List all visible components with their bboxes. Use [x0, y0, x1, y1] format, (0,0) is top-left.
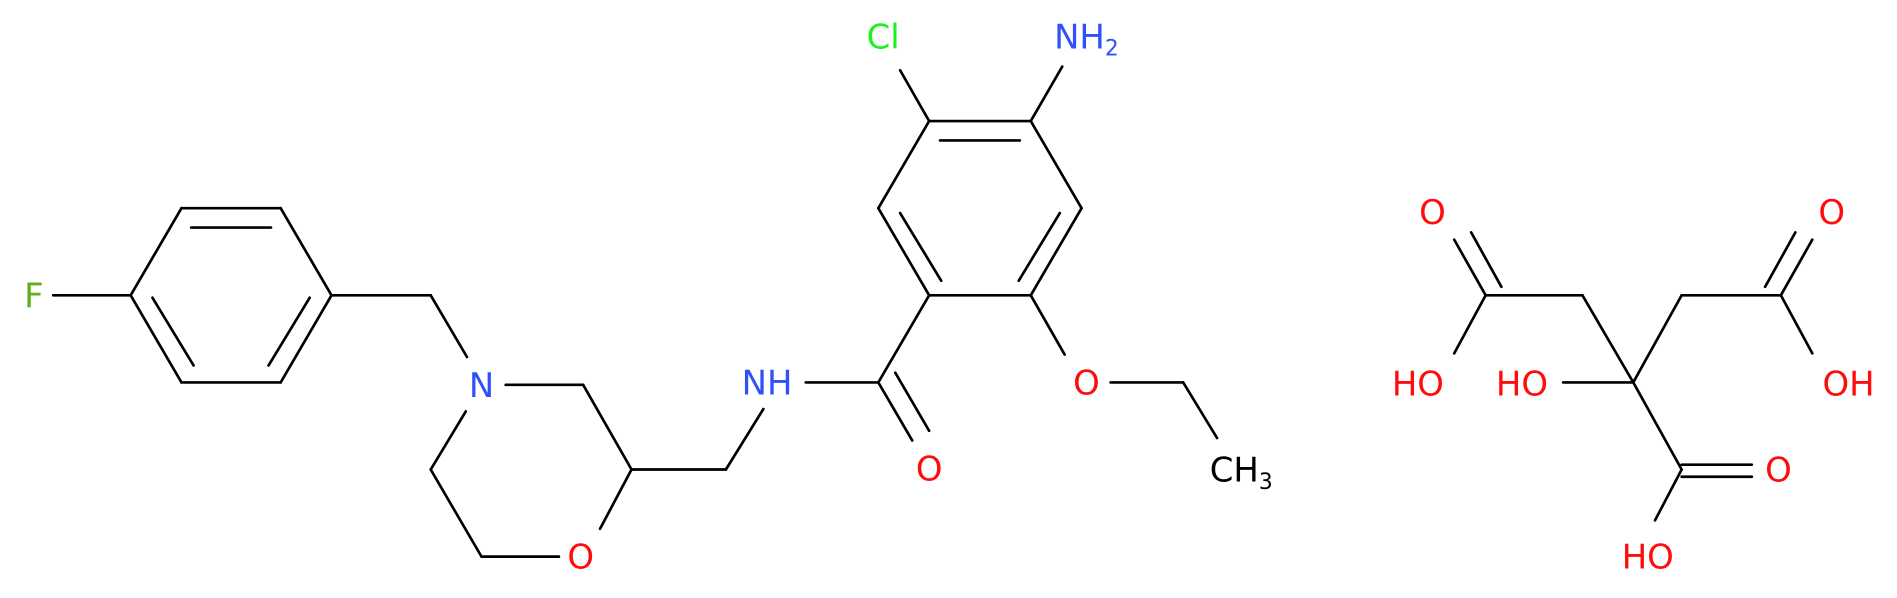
mosapride-labels: Cl NH2 O CH3 NH O N O F — [24, 17, 1273, 576]
bond — [1029, 65, 1064, 123]
bond — [1763, 231, 1797, 289]
bond — [129, 206, 183, 297]
hydroxyl-right-label: OH — [1823, 365, 1875, 404]
bond — [1452, 238, 1487, 297]
bond — [898, 211, 943, 283]
bond — [129, 293, 183, 384]
bond — [1469, 231, 1503, 289]
carbonyl-oxygen-left-label: O — [1419, 193, 1446, 232]
bond — [429, 410, 468, 471]
bond — [876, 293, 931, 384]
bond — [267, 296, 312, 367]
bond — [876, 119, 931, 210]
bond — [1017, 211, 1062, 283]
bond — [1029, 293, 1066, 356]
bond — [1779, 293, 1814, 355]
bond — [1029, 119, 1083, 210]
bond — [151, 296, 195, 367]
bond — [724, 407, 765, 471]
amide-nitrogen-label: NH — [742, 363, 793, 402]
hydroxyl-left-label: HO — [1392, 365, 1444, 404]
citric-acid-bonds — [1452, 231, 1814, 522]
bond — [1631, 293, 1683, 384]
bond — [1181, 381, 1219, 440]
carbonyl-oxygen-bottom-label: O — [1765, 451, 1792, 490]
methyl-subscript: 3 — [1259, 470, 1273, 495]
bond — [1452, 293, 1487, 355]
citric-acid-labels: O HO HO O OH O HO — [1392, 193, 1875, 577]
bond — [898, 68, 931, 123]
mosapride-bonds — [51, 65, 1219, 558]
bond — [1653, 468, 1683, 522]
bond — [279, 293, 333, 384]
bond — [279, 206, 333, 297]
methyl-label: CH3 — [1210, 451, 1273, 495]
methyl-text: CH — [1210, 451, 1259, 490]
chlorine-label: Cl — [867, 17, 900, 56]
amine-label: NH2 — [1054, 17, 1119, 61]
morpholine-nitrogen-label: N — [469, 366, 494, 405]
carbonyl-oxygen-right-label: O — [1818, 193, 1845, 232]
bond — [429, 293, 469, 359]
bond — [1581, 293, 1635, 384]
bond — [876, 381, 914, 442]
fluorine-label: F — [24, 276, 43, 315]
ether-oxygen-label: O — [1073, 363, 1100, 402]
amide-oxygen-label: O — [916, 449, 943, 488]
bond — [893, 371, 931, 433]
bond — [581, 383, 633, 471]
hydroxyl-bottom-label: HO — [1622, 538, 1674, 577]
bond — [429, 468, 483, 558]
hydroxyl-center-label: HO — [1496, 365, 1548, 404]
bond — [598, 468, 633, 531]
bond — [1029, 206, 1083, 297]
bond — [876, 206, 931, 297]
bond — [1631, 381, 1683, 471]
bond — [1779, 238, 1814, 297]
morpholine-oxygen-label: O — [567, 538, 594, 577]
amine-text: NH — [1054, 17, 1105, 56]
amine-subscript: 2 — [1105, 37, 1119, 62]
